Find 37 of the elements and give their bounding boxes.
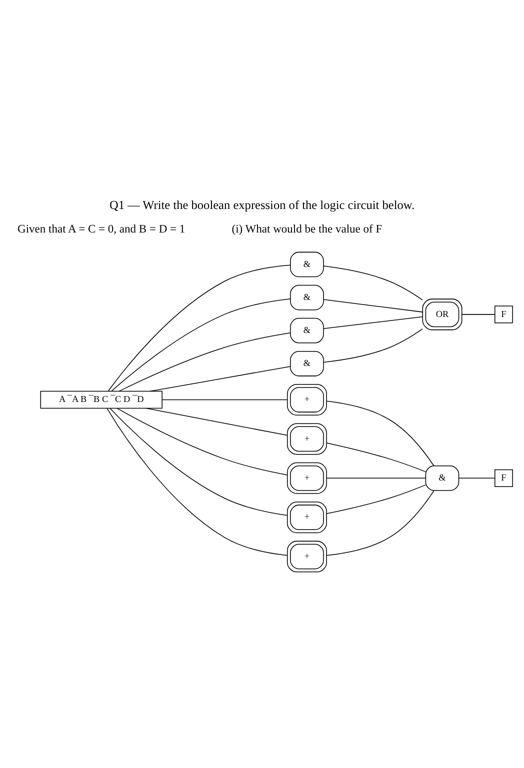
connector [326, 442, 426, 472]
node-box: + [286, 384, 327, 416]
connector [116, 408, 288, 476]
connector [162, 399, 288, 400]
connector [326, 490, 434, 556]
connector [323, 266, 423, 300]
node-box: F [494, 306, 513, 324]
connector [111, 298, 291, 392]
connector [118, 332, 291, 392]
connector [323, 299, 423, 312]
label: (i) What would be the value of F [232, 224, 382, 236]
connector [146, 408, 288, 436]
connector [462, 314, 495, 315]
node-box: & [290, 252, 324, 278]
node-box: + [286, 502, 327, 534]
connector [326, 478, 426, 479]
node-box: & [425, 465, 460, 491]
connector [323, 316, 423, 330]
node-box: + [286, 423, 327, 455]
node-box: & [290, 350, 324, 376]
node-box: + [286, 540, 327, 572]
connector [106, 408, 288, 556]
connector [323, 328, 423, 363]
node-box: F [494, 469, 513, 487]
connector [458, 478, 496, 479]
connector [150, 366, 291, 392]
node-box: & [290, 284, 324, 310]
connector [108, 264, 291, 392]
connector [110, 408, 288, 516]
label: Given that A = C = 0, and B = D = 1 [18, 224, 186, 236]
node-box: & [290, 318, 324, 344]
node-box: A ¯A B ¯B C ¯C D ¯D [40, 390, 162, 409]
connector [326, 400, 434, 466]
connector [326, 484, 426, 514]
node-box: + [286, 462, 327, 494]
node-box: OR [422, 298, 462, 330]
diagram-title: Q1 — Write the boolean expression of the logic circuit below. [109, 198, 415, 212]
